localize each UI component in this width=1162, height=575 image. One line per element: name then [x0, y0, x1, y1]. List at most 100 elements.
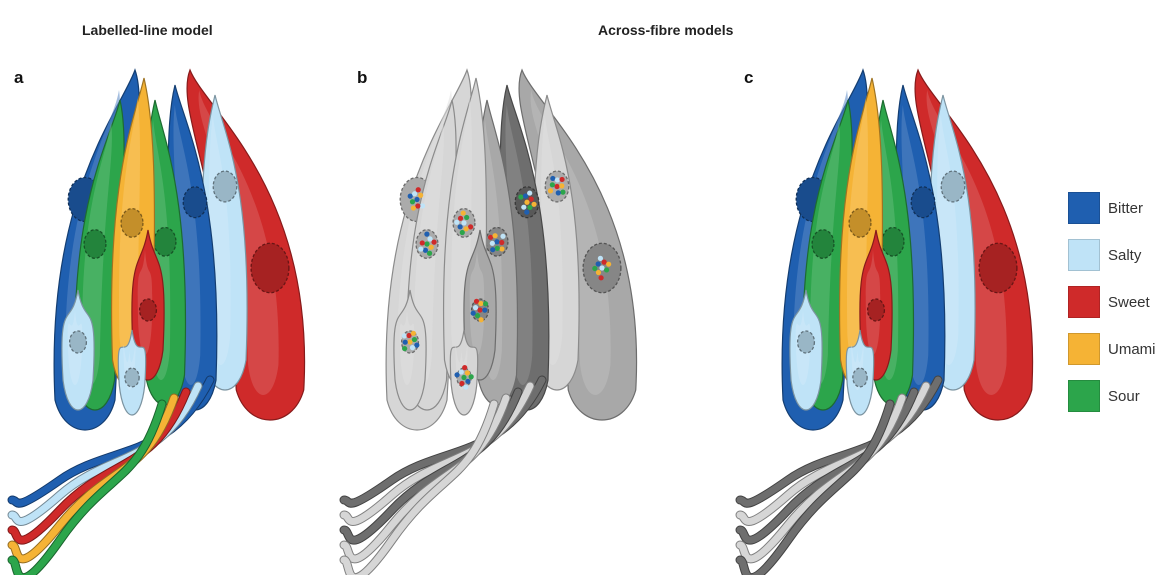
- receptor-dot: [418, 193, 423, 198]
- receptor-dot: [559, 183, 564, 188]
- taste-bud-panel-a: [12, 70, 305, 575]
- legend-item-sour: Sour: [1068, 380, 1156, 412]
- receptor-dot: [458, 224, 463, 229]
- receptor-dot: [550, 176, 555, 181]
- receptor-dot: [550, 182, 555, 187]
- cell-bitter-right-nucleus: [183, 187, 207, 218]
- receptor-dot: [527, 205, 532, 210]
- legend-swatch-sweet: [1068, 286, 1100, 318]
- receptor-dot: [606, 262, 611, 267]
- cell-salty-bottom-nucleus: [125, 368, 139, 387]
- receptor-dot: [488, 235, 493, 240]
- legend-item-umami: Umami: [1068, 333, 1156, 365]
- receptor-dot: [410, 345, 415, 350]
- receptor-dot: [490, 247, 495, 252]
- receptor-dot: [602, 260, 607, 265]
- cell-umami-nucleus: [849, 209, 871, 238]
- receptor-dot: [424, 232, 429, 237]
- legend-item-bitter: Bitter: [1068, 192, 1156, 224]
- cell-umami-nucleus: [121, 209, 143, 238]
- receptor-dot: [598, 256, 603, 261]
- legend-swatch-sour: [1068, 380, 1100, 412]
- receptor-dot: [407, 339, 412, 344]
- receptor-dot: [411, 331, 416, 336]
- receptor-dot: [406, 333, 411, 338]
- legend-swatch-bitter: [1068, 192, 1100, 224]
- receptor-dot: [477, 307, 482, 312]
- receptor-dot: [468, 224, 473, 229]
- legend-label-bitter: Bitter: [1108, 200, 1143, 217]
- legend-item-sweet: Sweet: [1068, 286, 1156, 318]
- receptor-dot: [492, 233, 497, 238]
- receptor-dot: [521, 205, 526, 210]
- receptor-dot: [429, 245, 434, 250]
- receptor-dot: [469, 374, 474, 379]
- receptor-dot: [500, 234, 505, 239]
- receptor-dot: [471, 311, 476, 316]
- cell-salty-bottom-nucleus: [853, 368, 867, 387]
- receptor-dot: [420, 203, 425, 208]
- receptor-dot: [460, 230, 465, 235]
- legend-label-umami: Umami: [1108, 341, 1156, 358]
- legend-swatch-salty: [1068, 239, 1100, 271]
- receptor-dot: [402, 333, 407, 338]
- receptor-dot: [473, 305, 478, 310]
- receptor-dot: [592, 266, 597, 271]
- legend-label-sour: Sour: [1108, 388, 1140, 405]
- receptor-dot: [555, 177, 560, 182]
- receptor-dot: [416, 187, 421, 192]
- receptor-dot: [461, 210, 466, 215]
- receptor-dot: [527, 190, 532, 195]
- receptor-dot: [459, 381, 464, 386]
- receptor-dot: [461, 220, 466, 225]
- receptor-dot: [596, 261, 601, 266]
- legend-label-sweet: Sweet: [1108, 294, 1150, 311]
- receptor-dot: [461, 375, 466, 380]
- cell-bitter-right-nucleus: [911, 187, 935, 218]
- receptor-dot: [495, 246, 500, 251]
- receptor-dot: [431, 240, 436, 245]
- cell-sweet-outer-nucleus: [979, 243, 1017, 293]
- receptor-dot: [524, 200, 529, 205]
- receptor-dot: [490, 241, 495, 246]
- cell-sour-right-nucleus: [882, 227, 904, 256]
- receptor-dot: [463, 384, 468, 389]
- receptor-dot: [412, 191, 417, 196]
- receptor-dot: [420, 240, 425, 245]
- receptor-dot: [596, 270, 601, 275]
- receptor-dot: [427, 236, 432, 241]
- receptor-dot: [599, 265, 604, 270]
- receptor-dot: [454, 220, 459, 225]
- receptor-dot: [478, 301, 483, 306]
- receptor-dot: [423, 248, 428, 253]
- receptor-dot: [556, 190, 561, 195]
- receptor-dot: [554, 184, 559, 189]
- receptor-dot: [531, 202, 536, 207]
- receptor-dot: [598, 275, 603, 280]
- receptor-dot: [524, 210, 529, 215]
- cell-sweet-inner-nucleus: [140, 299, 157, 321]
- receptor-dot: [427, 251, 432, 256]
- receptor-dot: [464, 215, 469, 220]
- cell-salty-left-nucleus: [70, 331, 87, 353]
- receptor-dot: [462, 365, 467, 370]
- receptor-dot: [411, 205, 416, 210]
- receptor-dot: [604, 267, 609, 272]
- receptor-dot: [465, 379, 470, 384]
- receptor-dot: [474, 299, 479, 304]
- cell-salty-left-nucleus: [798, 331, 815, 353]
- receptor-dot: [518, 194, 523, 199]
- receptor-dot: [402, 346, 407, 351]
- receptor-dot: [465, 370, 470, 375]
- receptor-dot: [415, 203, 420, 208]
- receptor-dot: [424, 241, 429, 246]
- cell-sour-right-nucleus: [154, 227, 176, 256]
- cell-salty-right-nucleus: [941, 171, 965, 202]
- receptor-dot: [529, 197, 534, 202]
- receptor-dot: [560, 190, 565, 195]
- receptor-dot: [499, 240, 504, 245]
- receptor-dot: [403, 340, 408, 345]
- cell-salty-right-nucleus: [213, 171, 237, 202]
- cell-sweet-outer-nucleus: [251, 243, 289, 293]
